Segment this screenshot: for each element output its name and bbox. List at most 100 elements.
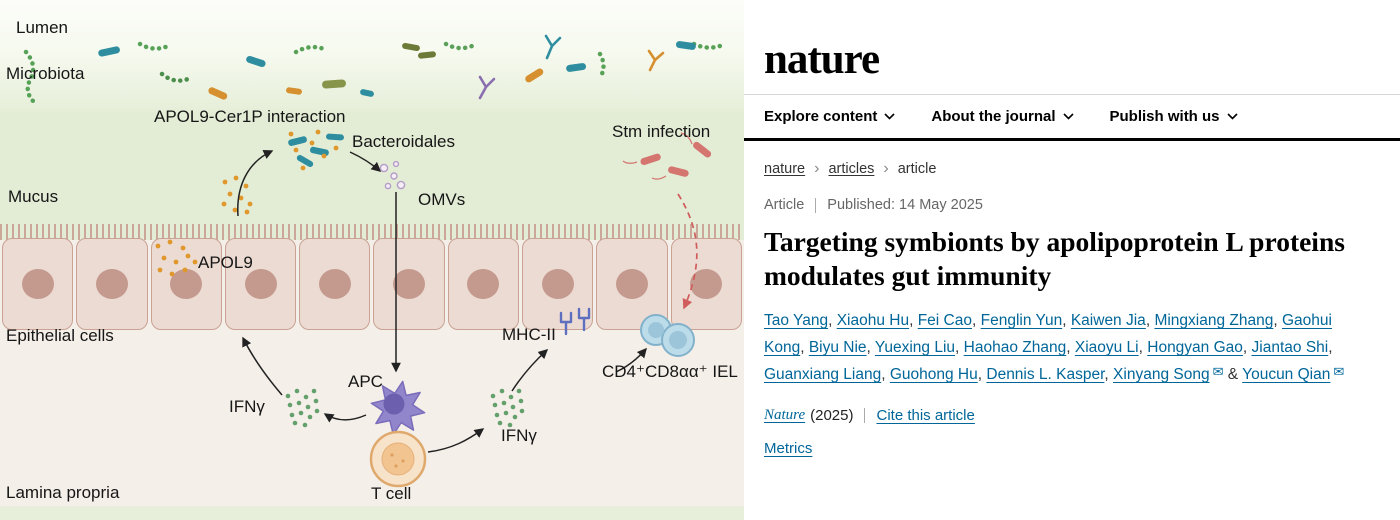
figure-panel: Lumen Microbiota APOL9-Cer1P interaction… xyxy=(0,0,744,520)
breadcrumb-nature[interactable]: nature xyxy=(764,161,806,177)
microbiota-bacteria-icons xyxy=(23,34,723,105)
label-lumen: Lumen xyxy=(16,18,68,37)
stm-invasion-dashed-arrow xyxy=(677,193,698,310)
published-date: 14 May 2025 xyxy=(899,197,983,213)
author-link[interactable]: Fenglin Yun xyxy=(980,312,1063,330)
nav-publish-with-us[interactable]: Publish with us xyxy=(1110,108,1238,125)
author-separator: & xyxy=(1223,366,1243,384)
label-mhc2: MHC-II xyxy=(502,325,556,344)
label-ifng-right: IFNγ xyxy=(501,426,537,445)
published-label: Published: xyxy=(827,197,896,213)
iel-cells-icon xyxy=(640,314,695,357)
nav-about-the-journal[interactable]: About the journal xyxy=(931,108,1074,125)
ifng-left-dots-icon xyxy=(285,388,320,428)
author-link[interactable]: Fei Cao xyxy=(917,312,972,330)
cell-nucleus xyxy=(690,269,723,299)
publication-year: (2025) xyxy=(810,407,854,425)
author-link[interactable]: Tao Yang xyxy=(764,312,829,330)
cell-nucleus xyxy=(393,269,426,299)
cell-nucleus xyxy=(318,269,351,299)
author-link[interactable]: Jiantao Shi xyxy=(1251,338,1329,356)
chevron-down-icon xyxy=(1226,113,1238,120)
epithelial-cell xyxy=(670,238,742,330)
author-link[interactable]: Mingxiang Zhang xyxy=(1154,312,1274,330)
nav-explore-content[interactable]: Explore content xyxy=(764,108,895,125)
epithelial-cell xyxy=(299,238,371,330)
epithelial-cell xyxy=(150,238,222,330)
bottom-strip xyxy=(0,506,744,520)
cell-nucleus xyxy=(541,269,574,299)
t-cell-icon xyxy=(369,430,427,488)
author-link[interactable]: Guohong Hu xyxy=(889,366,978,384)
author-link[interactable]: Xinyang Song xyxy=(1113,366,1210,384)
masthead: nature xyxy=(744,0,1400,94)
article-title: Targeting symbionts by apolipoprotein L … xyxy=(764,226,1345,291)
metrics-link[interactable]: Metrics xyxy=(764,440,813,458)
stm-bacteria-icon xyxy=(622,132,712,180)
ifng-right-dots-icon xyxy=(490,388,525,428)
article-meta: Article Published: 14 May 2025 xyxy=(764,197,1376,213)
apol9-dots-upper-icon xyxy=(221,175,253,215)
chevron-down-icon xyxy=(884,113,895,120)
divider-thick xyxy=(744,138,1400,141)
email-icon[interactable]: ✉ xyxy=(1212,364,1224,380)
author-link[interactable]: Biyu Nie xyxy=(808,338,867,356)
article-panel: nature Explore content About the journal… xyxy=(744,0,1400,520)
label-ifng-left: IFNγ xyxy=(229,397,265,416)
citation-line: Nature (2025) Cite this article xyxy=(764,407,1376,424)
author-link[interactable]: Kaiwen Jia xyxy=(1070,312,1146,330)
mhc2-icon xyxy=(559,307,591,336)
cell-nucleus xyxy=(244,269,277,299)
author-link[interactable]: Youcun Qian xyxy=(1242,366,1331,384)
author-link[interactable]: Guanxiang Liang xyxy=(764,366,882,384)
label-epithelial-cells: Epithelial cells xyxy=(6,326,114,345)
author-link[interactable]: Dennis L. Kasper xyxy=(986,366,1105,384)
nav-label: About the journal xyxy=(931,108,1056,125)
label-microbiota: Microbiota xyxy=(6,64,85,83)
epithelial-cell xyxy=(373,238,445,330)
microvilli xyxy=(0,224,744,240)
nature-logo[interactable]: nature xyxy=(764,36,880,83)
label-mucus: Mucus xyxy=(8,187,59,206)
nav-label: Publish with us xyxy=(1109,108,1220,125)
author-link[interactable]: Xiaoyu Li xyxy=(1074,338,1139,356)
author-link[interactable]: Yuexing Liu xyxy=(874,338,956,356)
author-list: Tao Yang, Xiaohu Hu, Fei Cao, Fenglin Yu… xyxy=(764,312,1345,384)
epithelial-cell xyxy=(2,238,74,330)
flow-arrows xyxy=(237,150,647,453)
label-iel: CD4⁺CD8αα⁺ IEL xyxy=(602,362,738,381)
cite-this-article-link[interactable]: Cite this article xyxy=(876,407,975,425)
journal-link[interactable]: Nature xyxy=(764,407,806,424)
email-icon[interactable]: ✉ xyxy=(1333,364,1345,380)
author-link[interactable]: Xiaohu Hu xyxy=(836,312,910,330)
apc-cell-icon xyxy=(370,380,426,436)
label-apol9: APOL9 xyxy=(198,253,253,272)
epithelial-cell xyxy=(447,238,520,330)
omv-cluster-icon xyxy=(379,160,406,190)
nav-label: Explore content xyxy=(764,108,878,125)
chevron-down-icon xyxy=(1062,113,1074,120)
epithelial-cell xyxy=(76,238,148,330)
label-stm-infection: Stm infection xyxy=(612,122,711,141)
epithelial-cell-row xyxy=(0,238,744,330)
breadcrumb-article: article xyxy=(897,161,937,177)
cell-nucleus xyxy=(616,269,649,299)
chevron-right-icon: › xyxy=(814,160,820,177)
cite-separator xyxy=(864,408,866,424)
chevron-right-icon: › xyxy=(883,160,889,177)
label-apc: APC xyxy=(348,372,383,391)
bacteroidales-cluster-icon xyxy=(288,129,344,171)
epithelial-cell xyxy=(224,238,297,330)
label-lamina-propria: Lamina propria xyxy=(6,483,120,502)
author-link[interactable]: Hongyan Gao xyxy=(1147,338,1243,356)
author-link[interactable]: Gaohui Kong xyxy=(764,312,1332,356)
apol9-dots-lower-icon xyxy=(155,239,198,277)
article-content: nature › articles › article Article Publ… xyxy=(744,141,1400,458)
breadcrumb: nature › articles › article xyxy=(764,160,1376,178)
label-bacteroidales: Bacteroidales xyxy=(352,132,456,151)
cell-nucleus xyxy=(170,269,203,299)
author-link[interactable]: Haohao Zhang xyxy=(963,338,1067,356)
cell-nucleus xyxy=(95,269,128,299)
breadcrumb-articles[interactable]: articles xyxy=(828,161,875,177)
figure-artwork xyxy=(23,34,723,488)
